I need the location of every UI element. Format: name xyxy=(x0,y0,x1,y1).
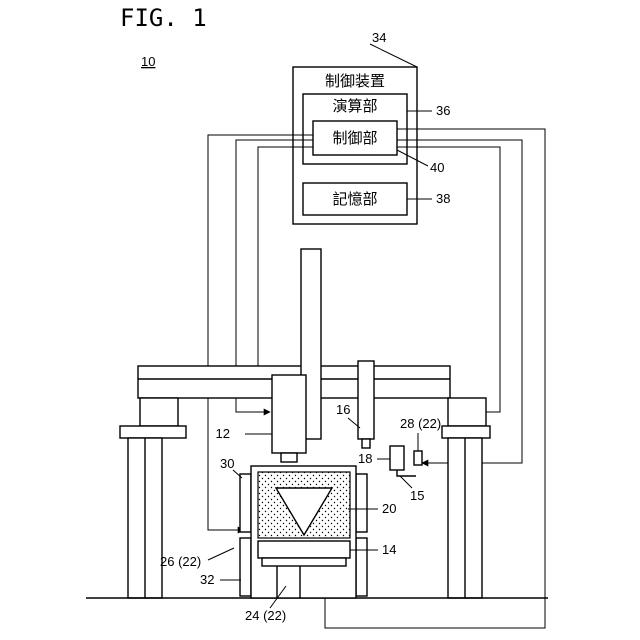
ref-40: 40 xyxy=(430,160,444,175)
ref-15: 15 xyxy=(410,488,424,503)
leader-34 xyxy=(370,44,417,67)
system-reference: 10 xyxy=(141,54,155,69)
chamber-left-wall xyxy=(240,474,251,532)
chamber-right-wall-lower xyxy=(356,538,367,596)
leader-26 xyxy=(208,548,234,560)
sensor-28 xyxy=(414,451,422,465)
chamber-right-wall xyxy=(356,474,367,532)
figure-title: FIG. 1 xyxy=(120,4,207,32)
control-unit-label: 制御部 xyxy=(332,130,377,147)
ref-16: 16 xyxy=(336,402,350,417)
ref-26: 26 (22) xyxy=(160,554,201,569)
left-column-cap xyxy=(140,398,178,426)
ref-30: 30 xyxy=(220,456,234,471)
build-plate-base xyxy=(262,558,346,566)
chamber-left-wall-lower xyxy=(240,538,251,596)
ref-38: 38 xyxy=(436,191,450,206)
print-head-12 xyxy=(272,375,306,453)
ref-24: 24 (22) xyxy=(245,608,286,623)
leader-15 xyxy=(400,476,412,488)
build-plate xyxy=(258,541,350,558)
ref-34: 34 xyxy=(372,30,386,45)
head-16 xyxy=(358,361,374,439)
ref-12: 12 xyxy=(216,426,230,441)
ref-20: 20 xyxy=(382,501,396,516)
compute-unit-label: 演算部 xyxy=(332,97,377,115)
right-column-flange xyxy=(442,426,490,438)
ref-36: 36 xyxy=(436,103,450,118)
left-column-flange xyxy=(120,426,186,438)
detector-15-bracket xyxy=(397,470,416,476)
detector-15 xyxy=(390,446,404,470)
head-16-tip xyxy=(362,439,370,448)
ref-32: 32 xyxy=(200,572,214,587)
storage-unit-label: 記憶部 xyxy=(332,191,377,208)
print-head-12-nozzle xyxy=(281,453,297,462)
controller-label: 制御装置 xyxy=(325,73,385,90)
ref-18: 18 xyxy=(358,451,372,466)
right-column-cap xyxy=(448,398,486,426)
ref-14: 14 xyxy=(382,542,396,557)
ref-28: 28 (22) xyxy=(400,416,441,431)
